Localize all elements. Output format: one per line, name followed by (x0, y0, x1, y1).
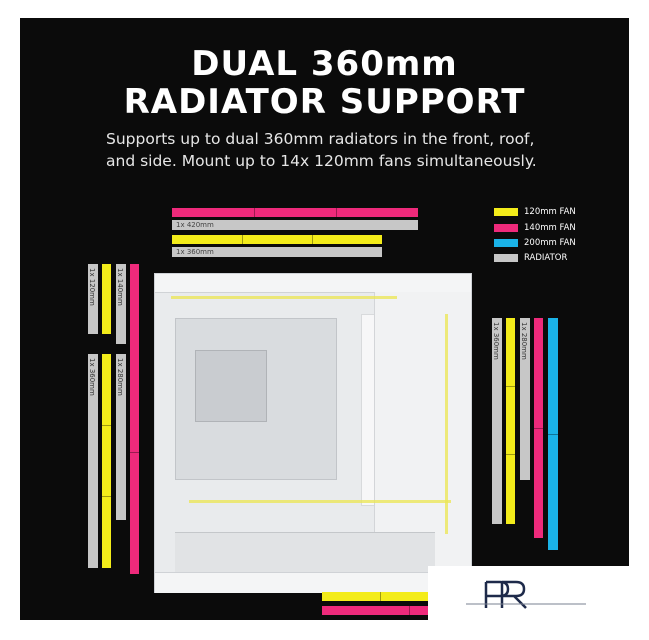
left-140mm-fan-bar (130, 264, 139, 344)
top-420mm-label: 1x 420mm (176, 221, 214, 229)
legend-swatch-pink (494, 224, 518, 232)
left-280mm-fan-bar (130, 330, 139, 574)
pc-case-illustration (154, 273, 472, 593)
case-front-panel (374, 292, 471, 572)
top-360mm-label: 1x 360mm (176, 248, 214, 256)
top-140mm-fan-bar (172, 208, 418, 217)
headline-line-2: RADIATOR SUPPORT (123, 82, 526, 122)
legend-swatch-yellow (494, 208, 518, 216)
infographic-panel: DUAL 360mm RADIATOR SUPPORT Supports up … (20, 18, 629, 620)
brand-logo-area (428, 566, 629, 620)
psu-shroud (175, 532, 435, 573)
left-280mm-radiator-bar: 1x 280mm (116, 354, 126, 520)
legend-swatch-grey (494, 254, 518, 262)
right-360mm-fan-bar (506, 318, 515, 524)
right-280mm-fan-bar (534, 318, 543, 538)
left-280mm-label: 1x 280mm (116, 358, 124, 396)
left-120mm-label: 1x 120mm (88, 268, 96, 306)
description-line-2: and side. Mount up to 14x 120mm fans sim… (106, 152, 537, 170)
right-360mm-radiator-bar: 1x 360mm (492, 318, 502, 524)
left-360mm-radiator-bar: 1x 360mm (88, 354, 98, 568)
top-420mm-radiator-bar: 1x 420mm (172, 220, 418, 230)
bottom-140mm-fan-bar (322, 606, 496, 615)
legend-swatch-cyan (494, 239, 518, 247)
left-140mm-label: 1x 140mm (116, 268, 124, 306)
left-360mm-label: 1x 360mm (88, 358, 96, 396)
headline-line-1: DUAL 360mm (191, 44, 458, 84)
left-360mm-fan-bar (102, 354, 111, 568)
left-140mm-radiator-bar: 1x 140mm (116, 264, 126, 344)
left-120mm-radiator-bar: 1x 120mm (88, 264, 98, 334)
cpu-cooler-area (195, 350, 267, 422)
roof-mount-highlight (171, 296, 397, 299)
description: Supports up to dual 360mm radiators in t… (106, 128, 566, 172)
pr-monogram-logo-icon (466, 580, 586, 609)
side-mount-highlight (189, 500, 451, 503)
case-top-rail (155, 274, 471, 293)
top-120mm-fan-bar (172, 235, 382, 244)
right-200mm-fan-bar (548, 318, 558, 550)
case-bottom-rail (155, 572, 471, 593)
right-280mm-radiator-bar: 1x 280mm (520, 318, 530, 480)
right-360mm-label: 1x 360mm (492, 322, 500, 360)
top-360mm-radiator-bar: 1x 360mm (172, 247, 382, 257)
front-mount-highlight (445, 314, 448, 534)
right-280mm-label: 1x 280mm (520, 322, 528, 360)
description-line-1: Supports up to dual 360mm radiators in t… (106, 130, 535, 148)
left-120mm-fan-bar (102, 264, 111, 334)
